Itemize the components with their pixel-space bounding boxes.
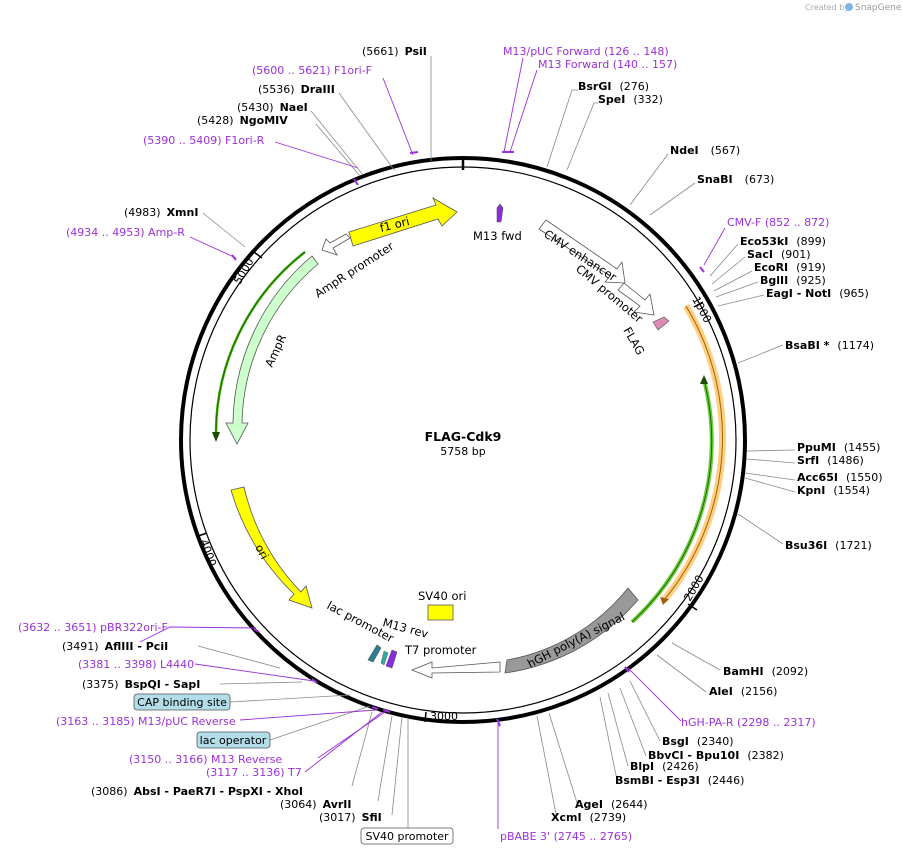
- enzyme-label: BsrGI(276): [578, 80, 649, 93]
- enzyme-label: AgeI(2644): [575, 798, 648, 811]
- enzyme-label: AleI(2156): [709, 685, 777, 698]
- enzyme-label: (5430)NaeI: [237, 101, 308, 114]
- sv40-ori-label: SV40 ori: [418, 589, 466, 603]
- primer-label: (3150 .. 3166) M13 Reverse: [129, 753, 282, 766]
- enzyme-label: BamHI(2092): [723, 665, 808, 678]
- map-title: FLAG-Cdk9: [425, 429, 502, 444]
- enzyme-label: Acc65I(1550): [797, 471, 883, 484]
- primer-label: M13 Forward (140 .. 157): [538, 58, 677, 71]
- primer-label: M13/pUC Forward (126 .. 148): [503, 45, 669, 58]
- primer-label: (3632 .. 3651) pBR322ori-F: [18, 621, 168, 634]
- m13-fwd-label: M13 fwd: [473, 229, 522, 243]
- enzyme-label: (3375)BspQI - SapI: [82, 678, 200, 691]
- t7-promoter-arrow: [410, 661, 501, 679]
- right-leader-lines: [536, 89, 796, 820]
- cmv-promoter-arrow: [617, 282, 655, 316]
- enzyme-label: Eco53kI(899): [740, 235, 826, 248]
- enzyme-label: BsgI(2340): [662, 735, 733, 748]
- sv40-promoter-label: SV40 promoter: [365, 830, 449, 843]
- cap-binding-site-box: [133, 693, 231, 711]
- enzyme-label: SpeI(332): [598, 93, 663, 106]
- flag-label: FLAG: [620, 325, 647, 358]
- enzyme-label: XcmI(2739): [551, 811, 626, 824]
- enzyme-label: BlpI(2426): [630, 760, 699, 773]
- flag-marker: [652, 316, 670, 331]
- primer-label: (5600 .. 5621) F1ori-F: [252, 64, 372, 77]
- primer-markers: [231, 151, 705, 727]
- tick-3000: 3000: [430, 710, 458, 723]
- primer-label: (3381 .. 3398) L4440: [78, 658, 194, 671]
- ampr-orf-head: [212, 432, 220, 442]
- ampr-arrow: [225, 255, 319, 445]
- enzyme-label: SrfI(1486): [797, 454, 864, 467]
- enzyme-label: SacI(901): [747, 248, 811, 261]
- enzyme-label: (3491)AflIII - PciI: [62, 640, 168, 653]
- enzyme-label: (3086)AbsI - PaeR7I - PspXI - XhoI: [91, 785, 303, 798]
- enzyme-label: BbvCI - Bpu10I(2382): [648, 749, 784, 762]
- primer-label: CMV-F (852 .. 872): [727, 216, 829, 229]
- enzyme-label: Bsu36I(1721): [785, 539, 872, 552]
- m13-rev-marker: [385, 649, 398, 669]
- enzyme-label: (5536)DraIII: [258, 83, 335, 96]
- primer-label: hGH-PA-R (2298 .. 2317): [681, 716, 816, 729]
- enzyme-label: BglII(925): [760, 274, 826, 287]
- cdk9-orf-head: [660, 597, 669, 605]
- cmv-enhancer-arrow: [538, 219, 626, 284]
- cdk9-orf-line: [663, 305, 723, 601]
- map-length: 5758 bp: [440, 445, 485, 458]
- enzyme-label: BsmBI - Esp3I(2446): [615, 774, 744, 787]
- lac-operator-label: lac operator: [200, 734, 267, 747]
- ampr-promoter-arrow: [321, 233, 351, 256]
- lac-promoter-marker: [367, 644, 382, 663]
- enzyme-label: (5661)PsiI: [362, 45, 427, 58]
- lac-operator-marker: [380, 650, 389, 666]
- ampr-orf-edge: [215, 251, 306, 439]
- hgh-polya-block: [504, 587, 639, 674]
- enzyme-label: (5428)NgoMIV: [197, 114, 288, 127]
- ampr-label: AmpR: [262, 332, 289, 369]
- enzyme-label: SnaBI(673): [697, 173, 774, 186]
- m13-fwd-marker: [496, 203, 504, 223]
- enzyme-label: (3064)AvrII: [280, 798, 351, 811]
- primer-label: (4934 .. 4953) Amp-R: [66, 226, 185, 239]
- snapgene-logo-icon: [845, 3, 853, 11]
- enzyme-label: EagI - NotI(965): [766, 287, 869, 300]
- ori-arrow: [230, 486, 313, 609]
- primer-label: (3117 .. 3136) T7: [206, 766, 302, 779]
- hgh-polya-label: hGH poly(A) signal: [525, 609, 627, 670]
- enzyme-label: KpnI(1554): [797, 484, 870, 497]
- enzyme-label: BsaBI *(1174): [785, 339, 874, 352]
- green-orf-head: [700, 375, 708, 384]
- left-leader-lines: [197, 56, 432, 828]
- enzyme-label: (4983)XmnI: [124, 206, 198, 219]
- app-name: SnapGene: [855, 3, 902, 13]
- ori-label: ori: [252, 542, 271, 562]
- enzyme-label: PpuMI(1455): [797, 441, 880, 454]
- plasmid-backbone: [179, 156, 747, 724]
- primer-label: (3163 .. 3185) M13/pUC Reverse: [56, 715, 236, 728]
- f1-ori-arrow: [348, 197, 458, 247]
- green-orf-line: [631, 379, 713, 623]
- sv40-ori-block: [427, 604, 454, 621]
- t7-promoter-label: T7 promoter: [404, 643, 477, 657]
- enzyme-label: EcoRI(919): [754, 261, 826, 274]
- sv40-promoter-box: [360, 827, 454, 845]
- tick-4000: 4000: [197, 538, 219, 569]
- enzyme-label: (3017)SfiI: [319, 811, 382, 824]
- primer-label: pBABE 3' (2745 .. 2765): [500, 830, 632, 843]
- cap-binding-site-label: CAP binding site: [137, 696, 227, 709]
- credit-text: Created by: [805, 3, 849, 12]
- primer-lines: [139, 57, 726, 829]
- enzyme-label: NdeI(567): [670, 144, 740, 157]
- lac-operator-box: [196, 731, 271, 749]
- primer-label: (5390 .. 5409) F1ori-R: [143, 134, 265, 147]
